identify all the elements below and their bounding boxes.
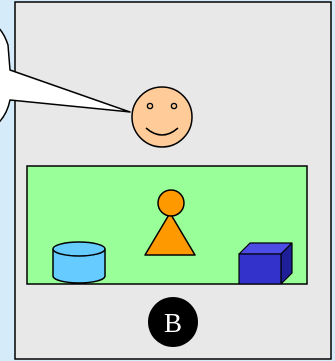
- speech-bubble-icon: [0, 28, 131, 123]
- badge-label: B: [164, 308, 182, 338]
- cylinder-icon: [52, 241, 106, 284]
- person-icon: [144, 189, 196, 256]
- cube-icon: [238, 242, 293, 285]
- badge-b: B: [148, 297, 198, 347]
- smiley-face-icon: [131, 86, 193, 148]
